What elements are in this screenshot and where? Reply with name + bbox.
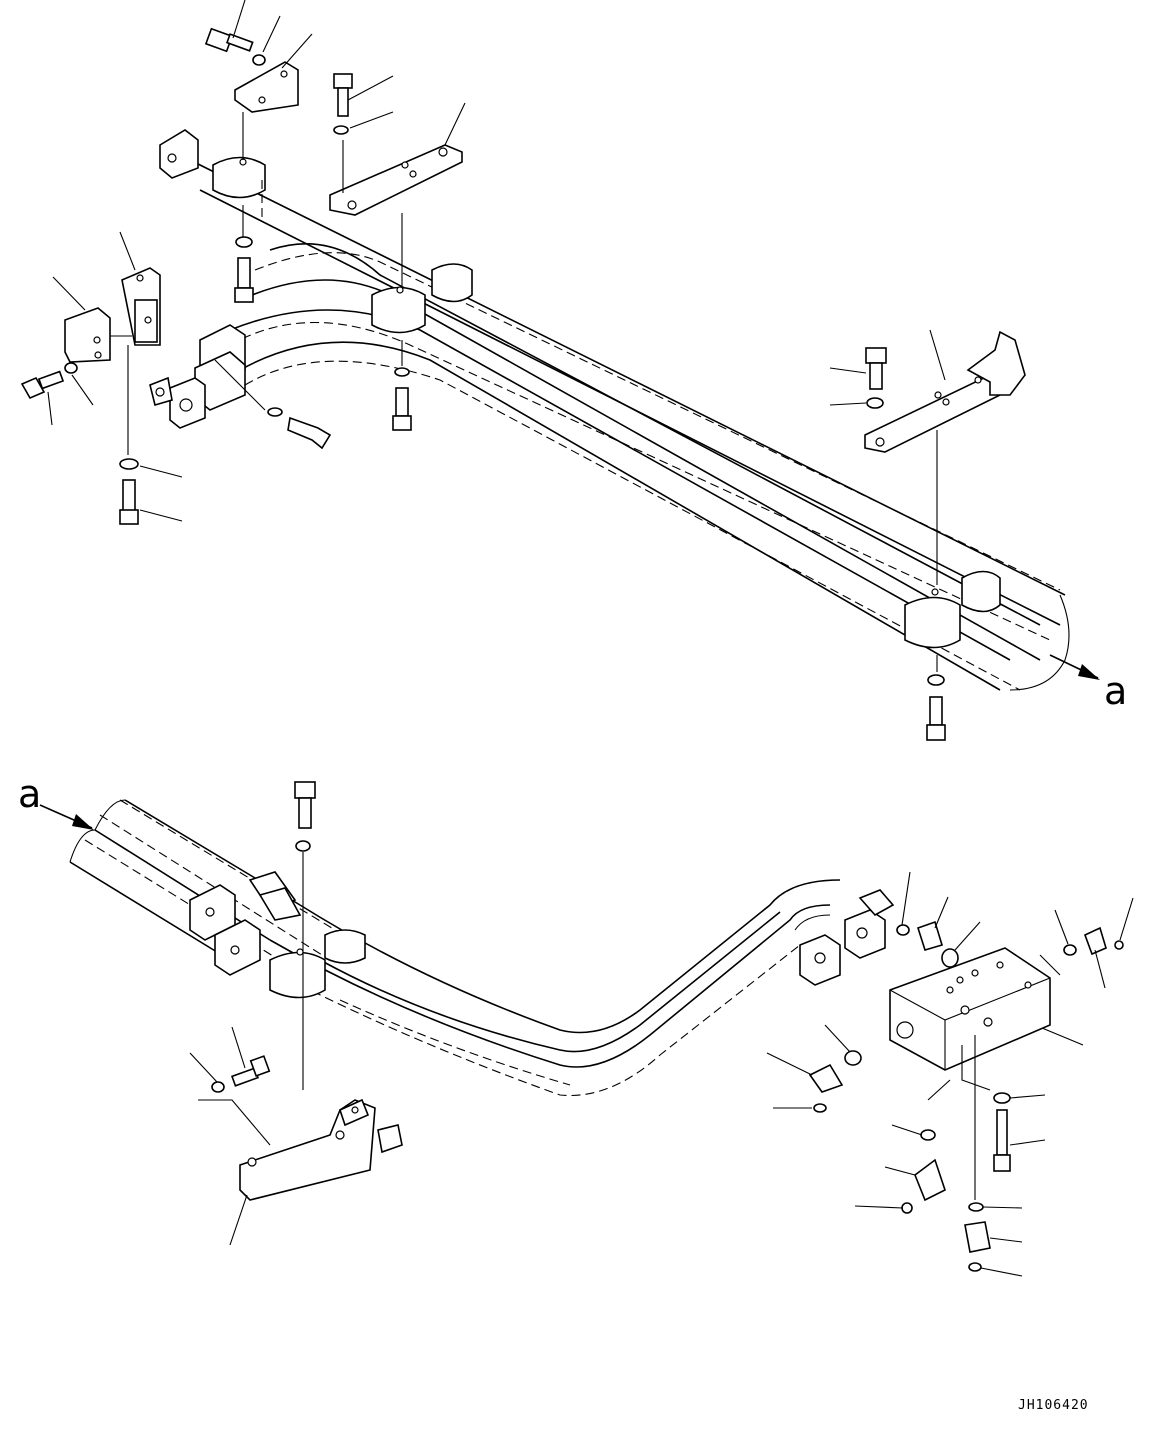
continuation-label-bottom: a (18, 772, 42, 816)
upper-left-side-bracket (20, 267, 161, 525)
lower-leader-lines (189, 871, 1134, 1277)
continuation-label-top: a (1104, 669, 1128, 713)
drawing-code: JH106420 (1018, 1398, 1089, 1413)
upper-right-clamp-plate (864, 330, 1026, 741)
lower-tube-assembly (69, 799, 841, 1097)
upper-left-clamp-bracket (204, 27, 299, 303)
lower-right-valve-block (889, 947, 1061, 1071)
upper-left-valve-fittings (149, 324, 332, 450)
upper-center-clamp-plate (329, 73, 473, 431)
continuation-arrow-top (1049, 654, 1100, 680)
continuation-arrow-bottom (39, 804, 94, 830)
upper-leader-lines (47, 0, 946, 522)
lower-tube-fittings (189, 871, 895, 999)
upper-left-flange (159, 129, 199, 179)
lower-left-bracket (198, 1055, 403, 1201)
lower-left-bolt (294, 781, 316, 1090)
upper-tube-assembly (189, 159, 1070, 691)
